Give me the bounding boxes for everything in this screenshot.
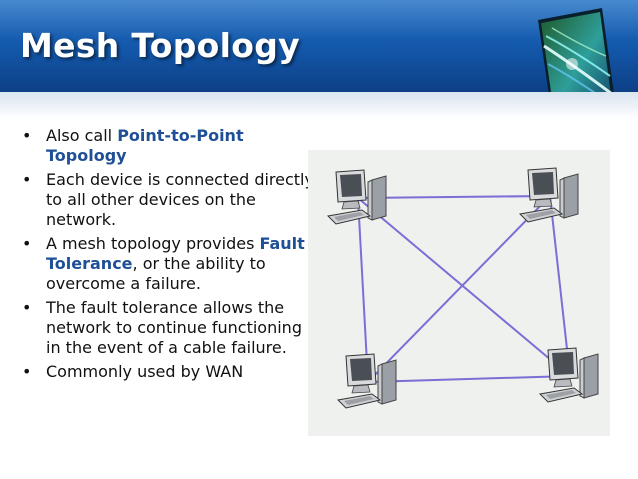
bullet-dot: • xyxy=(22,170,32,189)
bullet-dot: • xyxy=(22,234,32,253)
bullet-item: • Each device is connected directly to a… xyxy=(22,170,317,230)
bullet-dot: • xyxy=(22,298,32,317)
bullet-dot: • xyxy=(22,362,32,381)
mesh-link xyxy=(367,195,551,383)
mesh-link xyxy=(357,195,551,199)
bullet-text: Also call xyxy=(46,126,118,145)
bullet-item: • Also call Point-to-Point Topology xyxy=(22,126,317,166)
computer-icon xyxy=(326,169,387,225)
mesh-link xyxy=(357,197,369,383)
mesh-link xyxy=(357,197,571,377)
title-subband xyxy=(0,92,638,118)
computer-icon xyxy=(336,353,397,409)
mesh-diagram-svg xyxy=(326,167,599,409)
mesh-link xyxy=(367,375,571,383)
bullet-highlight: Point-to-Point Topology xyxy=(46,126,244,165)
slide-title: Mesh Topology xyxy=(20,26,300,65)
bullet-text: Commonly used by WAN xyxy=(46,362,244,381)
bullet-highlight: Fault Tolerance xyxy=(46,234,305,273)
mesh-diagram xyxy=(308,150,610,436)
bullet-item: • Commonly used by WAN xyxy=(22,362,317,382)
bullet-item: • A mesh topology provides Fault Toleran… xyxy=(22,234,317,294)
bullet-text: A mesh topology provides xyxy=(46,234,260,253)
bullet-item: • The fault tolerance allows the network… xyxy=(22,298,317,358)
title-bar-sheen xyxy=(0,0,638,40)
bullet-text: The fault tolerance allows the network t… xyxy=(46,298,302,357)
bullet-text: Each device is connected directly to all… xyxy=(46,170,314,229)
bullet-dot: • xyxy=(22,126,32,145)
bullet-list: • Also call Point-to-Point Topology • Ea… xyxy=(22,126,317,386)
bullet-text-tail: , or the ability to overcome a failure. xyxy=(46,254,266,293)
title-bar: Mesh Topology xyxy=(0,0,638,92)
light-streak-logo xyxy=(538,8,614,92)
computer-icon xyxy=(518,167,579,223)
computer-icon xyxy=(538,347,599,403)
mesh-link xyxy=(549,195,571,377)
